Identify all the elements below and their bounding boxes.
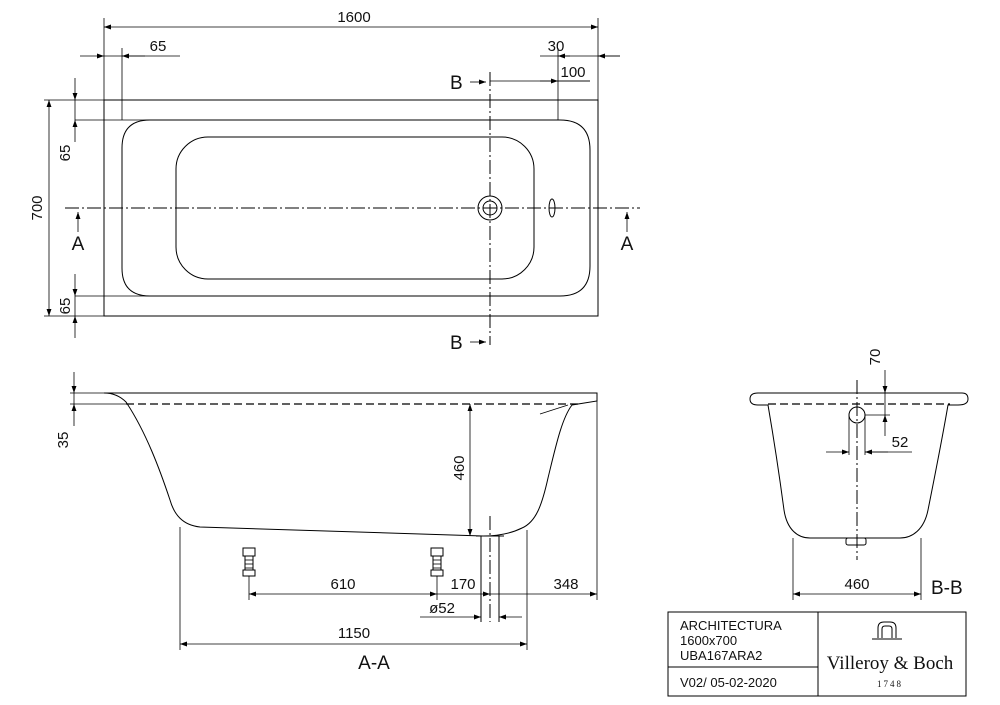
dim-right-rim: 30 bbox=[548, 38, 565, 55]
product-name: ARCHITECTURA bbox=[680, 618, 782, 633]
dim-overflow-height: 70 bbox=[867, 349, 884, 366]
brand-year: 1748 bbox=[877, 679, 903, 689]
section-marker-b-top: B bbox=[450, 73, 463, 94]
drain-body-b bbox=[845, 537, 867, 546]
adjustable-foot-left bbox=[242, 547, 256, 577]
dim-support-length: 1150 bbox=[338, 625, 370, 642]
dim-overall-length: 1600 bbox=[337, 9, 370, 26]
section-a-label: A-A bbox=[358, 653, 390, 674]
section-marker-b-bottom: B bbox=[450, 333, 463, 354]
drawing-version: V02/ 05-02-2020 bbox=[680, 675, 777, 690]
dim-bottom-width: 460 bbox=[844, 576, 869, 593]
section-a-a: 35 460 610 170 348 ø52 1150 A-A bbox=[55, 372, 598, 674]
dim-overall-width: 700 bbox=[29, 195, 46, 220]
section-b-b: 70 52 460 B-B bbox=[749, 349, 969, 600]
dim-rim-height: 35 bbox=[55, 432, 72, 449]
article-number: UBA167ARA2 bbox=[680, 648, 762, 663]
product-size: 1600x700 bbox=[680, 633, 737, 648]
brand-logo-icon bbox=[872, 621, 902, 640]
top-view: 1600 65 30 100 700 65 65 B B bbox=[29, 9, 640, 354]
title-block: ARCHITECTURA 1600x700 UBA167ARA2 V02/ 05… bbox=[667, 611, 967, 697]
section-marker-a-right: A bbox=[621, 234, 634, 255]
dim-depth: 460 bbox=[451, 455, 468, 480]
dim-rim-top: 65 bbox=[57, 145, 74, 162]
tub-cross-section bbox=[749, 392, 969, 539]
adjustable-foot-right bbox=[430, 547, 444, 577]
tub-inner-basin bbox=[121, 119, 591, 297]
dim-overflow-diameter: 52 bbox=[892, 434, 909, 451]
tub-section-profile bbox=[103, 392, 598, 537]
dim-drain-diameter: ø52 bbox=[429, 600, 455, 617]
drain-pipe bbox=[476, 535, 504, 622]
dim-drain-offset: 100 bbox=[560, 64, 585, 81]
section-b-label: B-B bbox=[931, 578, 963, 599]
dim-drain-distance: 170 bbox=[450, 576, 475, 593]
dim-end-distance: 348 bbox=[553, 576, 578, 593]
dim-feet-spacing: 610 bbox=[330, 576, 355, 593]
section-marker-a-left: A bbox=[72, 234, 85, 255]
brand-name: Villeroy & Boch bbox=[827, 653, 954, 674]
dim-left-rim: 65 bbox=[150, 38, 167, 55]
dim-rim-bottom: 65 bbox=[57, 298, 74, 315]
